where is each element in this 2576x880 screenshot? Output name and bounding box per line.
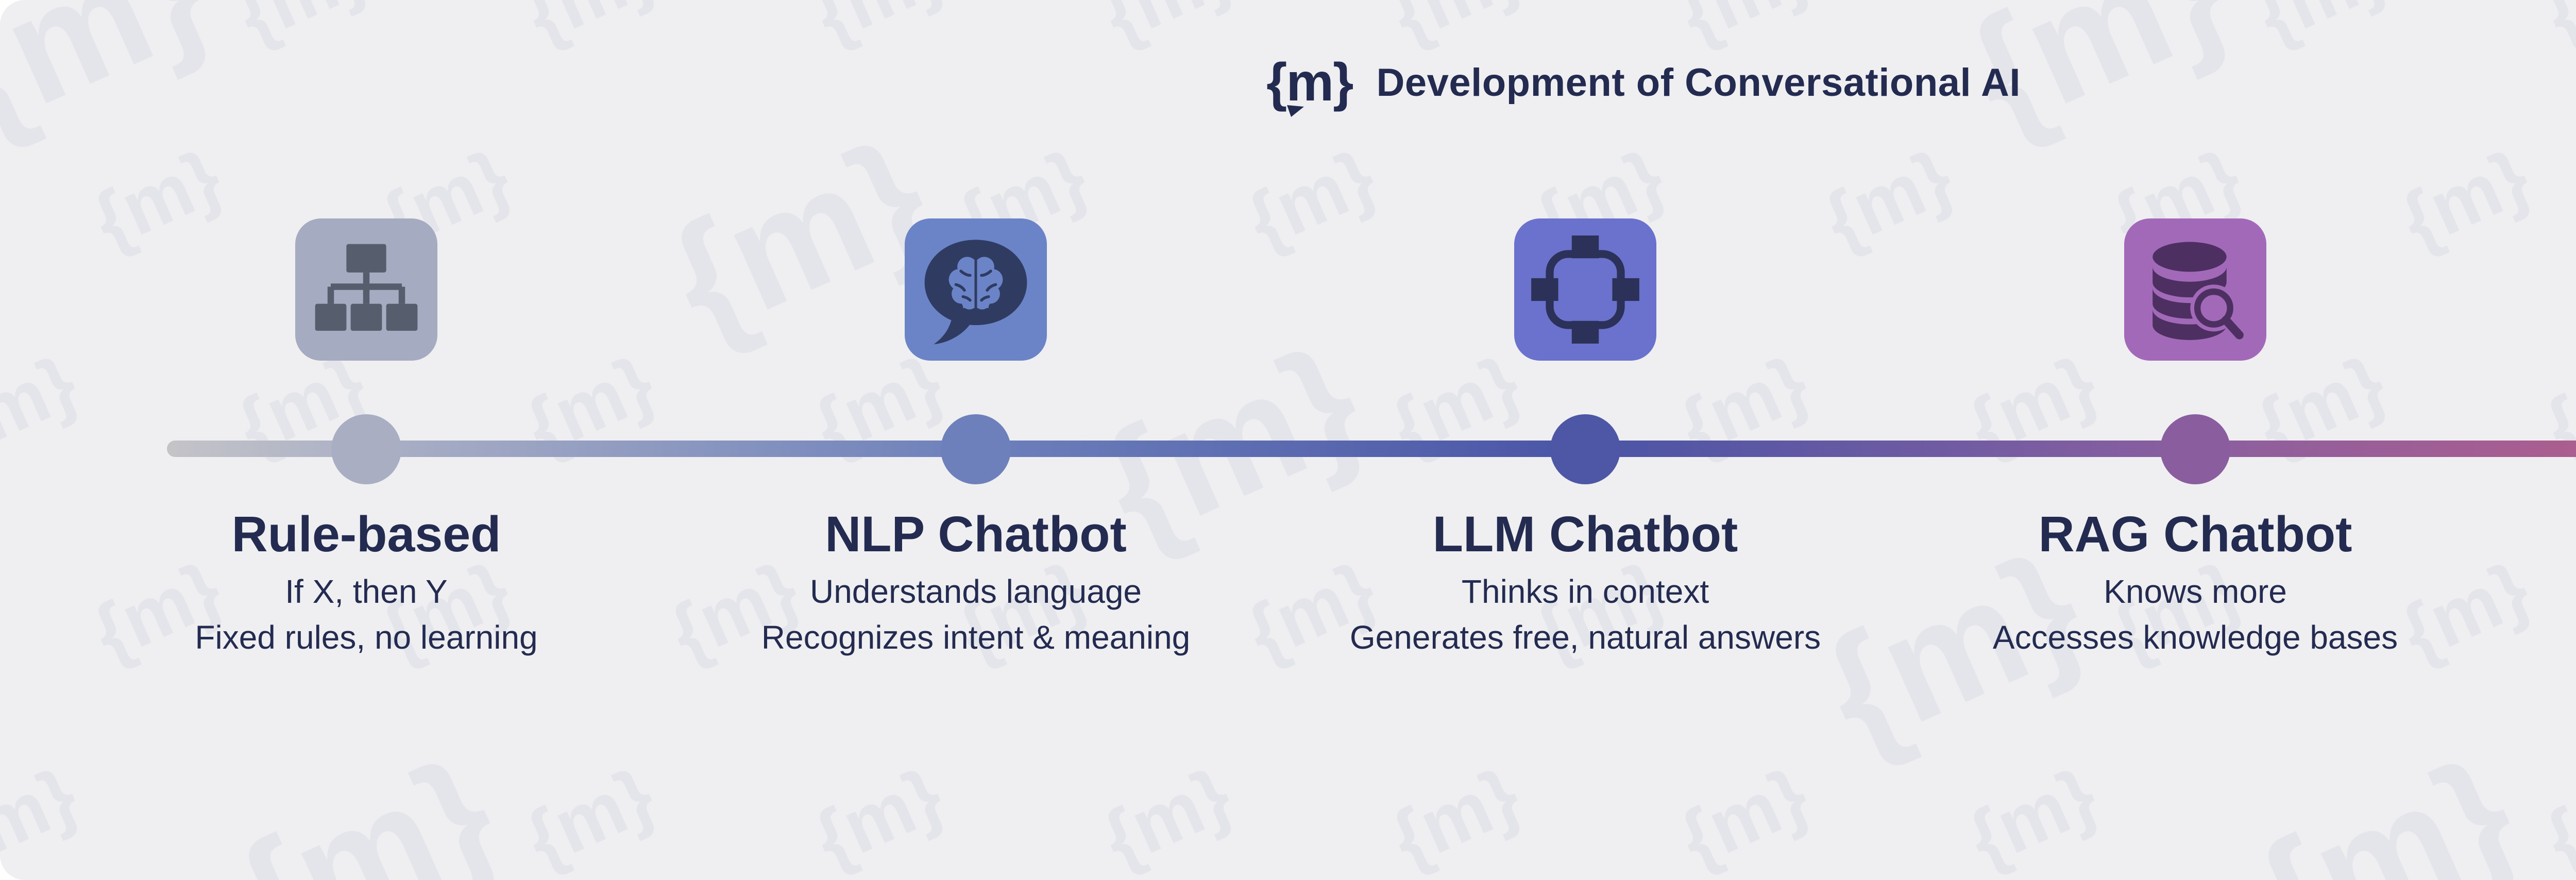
stage-description: Thinks in context Generates free, natura… — [1281, 569, 1889, 661]
stage-title: RAG Chatbot — [2038, 506, 2352, 562]
hierarchy-icon — [295, 218, 437, 361]
stage-title: LLM Chatbot — [1432, 506, 1738, 562]
database-search-icon — [2124, 218, 2266, 361]
stage-desc-line: Fixed rules, no learning — [195, 619, 538, 656]
stage-rule-based: Rule-based If X, then Y Fixed rules, no … — [62, 0, 670, 880]
stage-desc-line: Understands language — [809, 573, 1142, 610]
stage-title: NLP Chatbot — [825, 506, 1127, 562]
stage-rag-chatbot: RAG Chatbot Knows more Accesses knowledg… — [1891, 0, 2499, 880]
stage-desc-line: If X, then Y — [285, 573, 448, 610]
stage-desc-line: Knows more — [2104, 573, 2287, 610]
timeline-dot-llm-chatbot — [1550, 414, 1620, 484]
stage-description: Acts independently Plans, decides, and e… — [2501, 569, 2576, 661]
stage-description: If X, then Y Fixed rules, no learning — [62, 569, 670, 661]
stage-description: Knows more Accesses knowledge bases — [1891, 569, 2499, 661]
timeline-dot-rule-based — [331, 414, 401, 484]
stage-desc-line: Accesses knowledge bases — [1992, 619, 2398, 656]
stage-title: Rule-based — [231, 506, 501, 562]
speech-bubble-brain-icon — [905, 218, 1047, 361]
stage-llm-chatbot: LLM Chatbot Thinks in context Generates … — [1281, 0, 1889, 880]
stage-agentic-bot: Agentic Bot Acts independently Plans, de… — [2501, 0, 2576, 880]
stage-description: Understands language Recognizes intent &… — [672, 569, 1280, 661]
stage-desc-line: Generates free, natural answers — [1349, 619, 1821, 656]
header: {m} Development of Conversational AI — [0, 53, 2576, 117]
page-title: Development of Conversational AI — [1376, 60, 2021, 105]
brand-logo: {m} — [1266, 53, 1353, 117]
stage-nlp-chatbot: NLP Chatbot Understands language Recogni… — [672, 0, 1280, 880]
stage-desc-line: Plans, decides, and executes — [2501, 615, 2576, 661]
brand-logo-text: {m} — [1266, 53, 1353, 112]
connected-nodes-icon — [1514, 218, 1656, 361]
timeline-dot-nlp-chatbot — [941, 414, 1011, 484]
stage-title: Agentic Bot — [2501, 507, 2576, 562]
stage-desc-line: Recognizes intent & meaning — [761, 619, 1191, 656]
timeline-dot-rag-chatbot — [2160, 414, 2230, 484]
brand-logo-tail-icon — [1287, 105, 1304, 117]
stage-desc-line: Thinks in context — [1461, 573, 1709, 610]
stage-desc-line: Acts independently — [2501, 569, 2576, 615]
